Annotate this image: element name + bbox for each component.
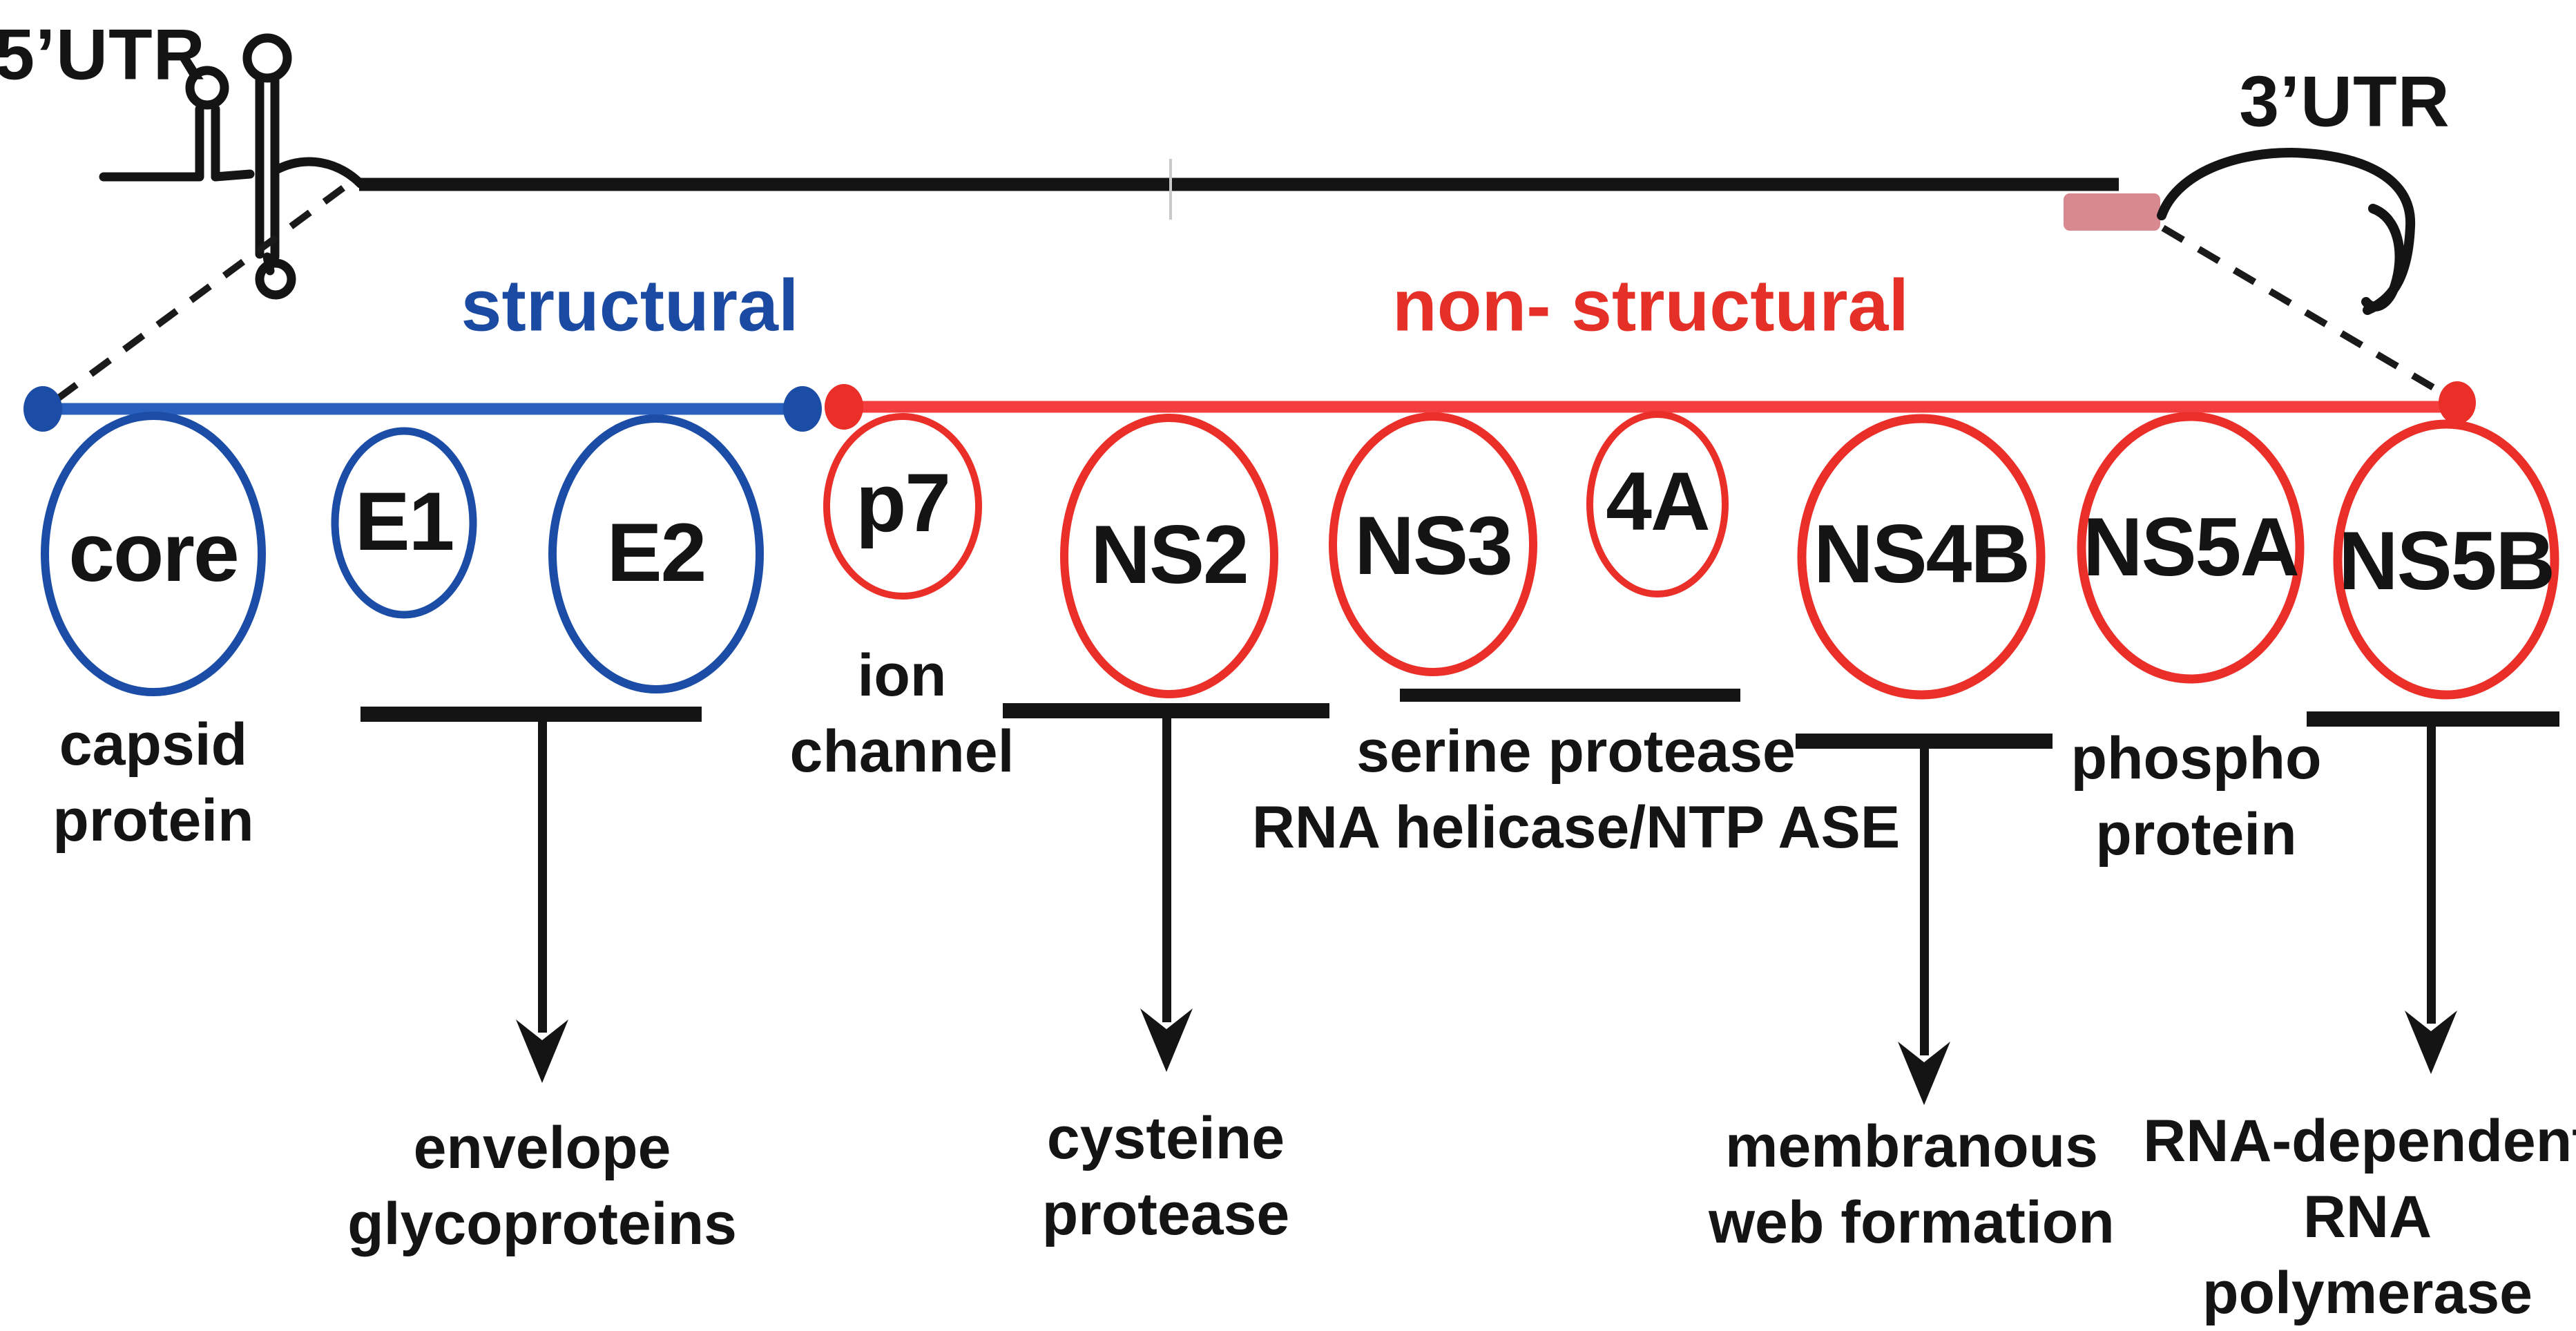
protein-label-ns3: NS3	[1354, 499, 1512, 592]
annotation-capsid-protein: capsid protein	[52, 707, 253, 859]
annotation-line: envelope	[413, 1115, 671, 1181]
protein-label-ns5b: NS5B	[2338, 515, 2555, 607]
annotation-line: polymerase	[2202, 1260, 2533, 1326]
utr5-stemloop-icon	[99, 33, 365, 300]
annotation-line: RNA-dependent	[2143, 1108, 2576, 1174]
structural-segment	[23, 386, 822, 432]
bracket-ns3-4a	[1400, 689, 1740, 702]
protein-label-core: core	[68, 506, 239, 599]
utr5-label: 5’UTR	[0, 15, 206, 95]
arrow-down-icon	[516, 1019, 568, 1083]
blue-dot-right	[783, 386, 822, 432]
genome-line	[359, 159, 2119, 220]
bracket-ns2	[1003, 703, 1329, 1072]
annotation-membranous-web: membranous web formation	[1709, 1109, 2115, 1261]
annotation-line: protein	[52, 787, 254, 854]
annotation-line: protein	[2095, 801, 2297, 868]
protein-label-ns2: NS2	[1090, 508, 1249, 601]
protein-label-ns4b: NS4B	[1813, 508, 2030, 600]
annotation-serine-protease: serine protease RNA helicase/NTP ASE	[1252, 714, 1900, 865]
arrow-down-icon	[1140, 1008, 1193, 1072]
protein-label-e2: E2	[606, 506, 707, 599]
annotation-line: phospho	[2070, 725, 2322, 792]
region-label-non-structural: non- structural	[1392, 265, 1909, 347]
annotation-line: web formation	[1709, 1189, 2115, 1256]
annotation-line: channel	[789, 718, 1015, 785]
bracket-ns4b	[1796, 734, 2053, 1105]
red-dot-left	[825, 384, 863, 430]
arrow-down-icon	[1898, 1042, 1950, 1105]
annotation-line: RNA helicase/NTP ASE	[1251, 794, 1901, 861]
annotation-line: capsid	[59, 711, 248, 778]
non-structural-segment	[825, 381, 2476, 430]
blue-dot-left	[23, 386, 62, 432]
annotation-envelope-glycoproteins: envelope glycoproteins	[347, 1110, 737, 1262]
circle-ns2	[1060, 414, 1278, 698]
dash-right	[2161, 224, 2455, 403]
protein-circles	[41, 411, 2559, 700]
callout-dashes	[44, 184, 2455, 411]
utr3-stemloop-icon	[2064, 147, 2416, 315]
bracket-e1-e2	[361, 707, 702, 1083]
protein-label-e1: E1	[354, 475, 455, 568]
annotation-cysteine-protease: cysteine protease	[1042, 1100, 1290, 1252]
circle-ns5b	[2333, 419, 2559, 700]
bracket-ns5b	[2307, 711, 2559, 1074]
protein-label-p7: p7	[855, 457, 951, 549]
annotation-rna-polymerase: RNA-dependent RNA polymerase	[2143, 1103, 2576, 1331]
protein-label-ns5a: NS5A	[2082, 501, 2300, 593]
annotation-line: membranous	[1724, 1113, 2099, 1180]
annotation-brackets	[361, 689, 2559, 1105]
genome-line-tick	[1169, 159, 1172, 220]
arrow-down-icon	[2405, 1011, 2457, 1074]
circle-core	[41, 412, 266, 696]
annotation-line: cysteine	[1046, 1105, 1285, 1171]
circle-p7	[823, 413, 982, 600]
dash-left	[44, 184, 345, 411]
circle-ns5a	[2077, 412, 2305, 684]
annotation-line: serine protease	[1356, 718, 1796, 785]
annotation-line: glycoproteins	[347, 1191, 737, 1257]
protein-label-4a: 4A	[1606, 455, 1710, 548]
utr3-label: 3’UTR	[2239, 61, 2450, 142]
circle-e1	[331, 427, 477, 619]
circle-4a	[1586, 411, 1729, 597]
annotation-line: protease	[1041, 1181, 1290, 1247]
circle-ns4b	[1797, 414, 2046, 700]
annotation-phospho-protein: phospho protein	[2070, 720, 2321, 872]
annotation-line: ion	[857, 642, 947, 709]
red-dot-right	[2439, 381, 2476, 424]
annotation-line: RNA	[2303, 1184, 2432, 1250]
region-label-structural: structural	[461, 265, 799, 347]
circle-ns3	[1329, 412, 1537, 676]
annotation-ion-channel: ion channel	[790, 638, 1015, 789]
utr3-pink-segment	[2064, 193, 2160, 231]
circle-e2	[548, 414, 764, 693]
